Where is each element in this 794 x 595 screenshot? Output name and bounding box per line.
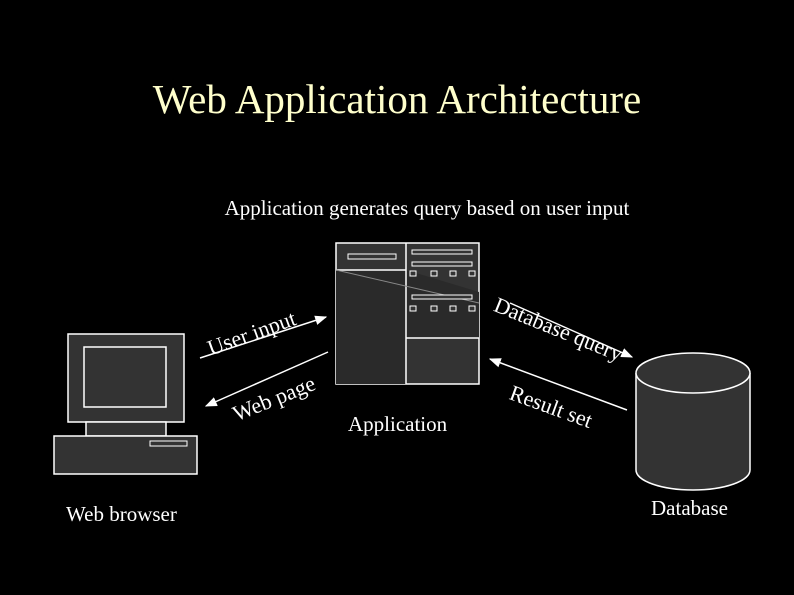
database-query-arrow [509, 302, 634, 358]
slide-title: Web Application Architecture [152, 76, 642, 122]
slide-subtitle: Application generates query based on use… [224, 196, 630, 220]
web-page-arrow [204, 351, 329, 407]
user-input-arrow [199, 315, 328, 359]
database-icon [635, 352, 751, 491]
application-label: Application [348, 412, 448, 436]
server-icon [335, 242, 480, 385]
computer-icon [53, 333, 198, 475]
database-label: Database [651, 496, 728, 520]
result-set-arrow [488, 358, 628, 411]
web-browser-label: Web browser [66, 502, 177, 526]
